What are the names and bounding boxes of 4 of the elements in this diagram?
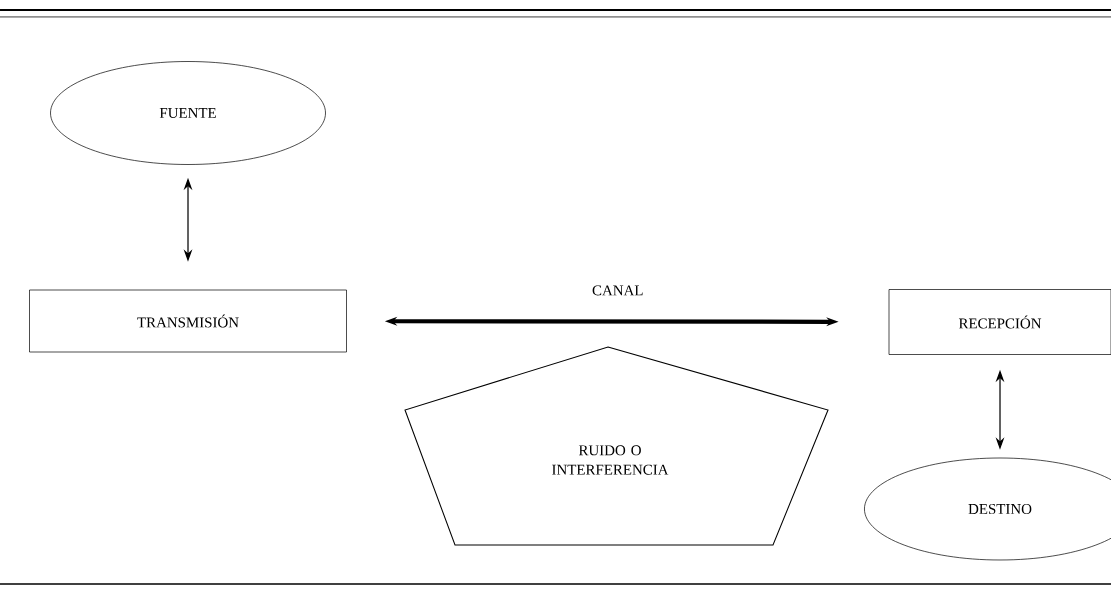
noise-pentagon: RUIDO O INTERFERENCIA <box>404 346 829 546</box>
edge-label: CANAL <box>590 283 646 298</box>
process-box: RECEPCIÓN <box>888 289 1111 355</box>
process-box: TRANSMISIÓN <box>29 289 347 353</box>
